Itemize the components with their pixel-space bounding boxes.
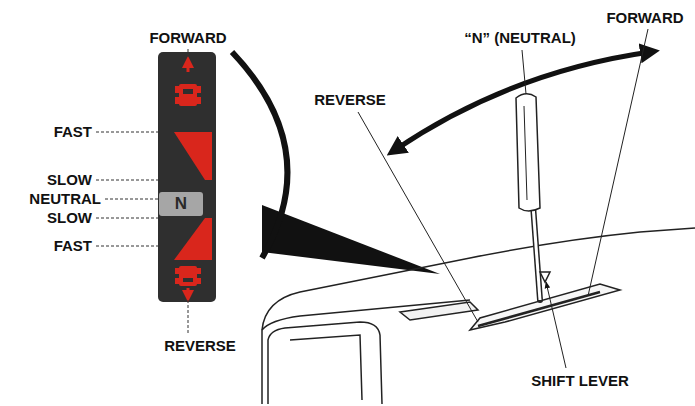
leader-lines-right bbox=[358, 29, 648, 368]
zoom-arc bbox=[232, 52, 287, 258]
indicator-panel bbox=[158, 52, 216, 302]
forward-speed-wedge bbox=[174, 132, 212, 180]
speed-label: SLOW bbox=[47, 210, 92, 227]
reverse-speed-wedge bbox=[174, 218, 212, 260]
direction-label: REVERSE bbox=[164, 338, 236, 355]
gear-letter: N bbox=[175, 194, 187, 214]
position-label: NEUTRAL bbox=[29, 191, 101, 208]
direction-label: FORWARD bbox=[606, 10, 683, 27]
speed-label: SLOW bbox=[47, 172, 92, 189]
console bbox=[262, 228, 695, 404]
forward-arrow bbox=[187, 62, 190, 72]
speed-label: FAST bbox=[54, 238, 92, 255]
zoom-wedge bbox=[262, 205, 440, 274]
direction-label: FORWARD bbox=[149, 30, 226, 47]
direction-arrow bbox=[395, 52, 650, 150]
gear-indicator-box: N bbox=[159, 192, 203, 216]
shift-lever bbox=[516, 94, 550, 300]
part-label: SHIFT LEVER bbox=[531, 373, 629, 390]
forward-icon bbox=[175, 84, 201, 106]
direction-label: REVERSE bbox=[314, 92, 386, 109]
reverse-icon bbox=[175, 266, 201, 286]
speed-label: FAST bbox=[54, 124, 92, 141]
position-label: “N” (NEUTRAL) bbox=[464, 30, 576, 47]
reverse-arrow bbox=[187, 288, 190, 296]
